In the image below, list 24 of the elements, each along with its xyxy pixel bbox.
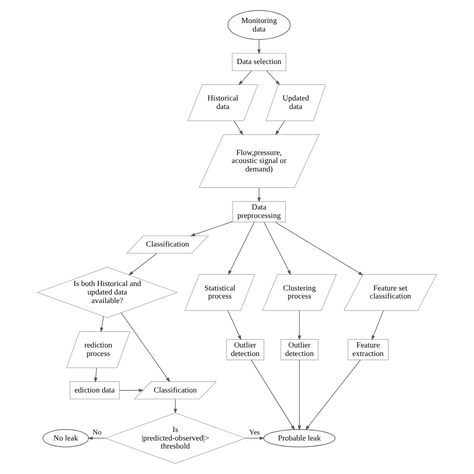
arrow	[257, 39, 261, 54]
arrow	[305, 360, 361, 430]
arrow	[119, 388, 144, 392]
arrow	[372, 310, 384, 340]
arrow	[298, 360, 302, 430]
arrow	[266, 70, 280, 86]
arrow	[120, 312, 170, 382]
arrow	[275, 120, 285, 136]
arrow	[250, 360, 295, 430]
arrow	[257, 188, 261, 202]
arrow	[228, 222, 255, 276]
arrow	[234, 120, 244, 136]
arrow	[238, 70, 252, 86]
arrow	[88, 436, 106, 440]
arrow	[228, 310, 242, 340]
arrow	[100, 316, 104, 332]
arrow	[94, 368, 98, 382]
arrow	[174, 398, 178, 414]
arrow	[274, 222, 364, 276]
arrow	[128, 253, 158, 276]
arrow	[190, 221, 233, 236]
arrow	[298, 310, 302, 340]
arrow	[245, 436, 264, 440]
arrow	[264, 222, 291, 276]
